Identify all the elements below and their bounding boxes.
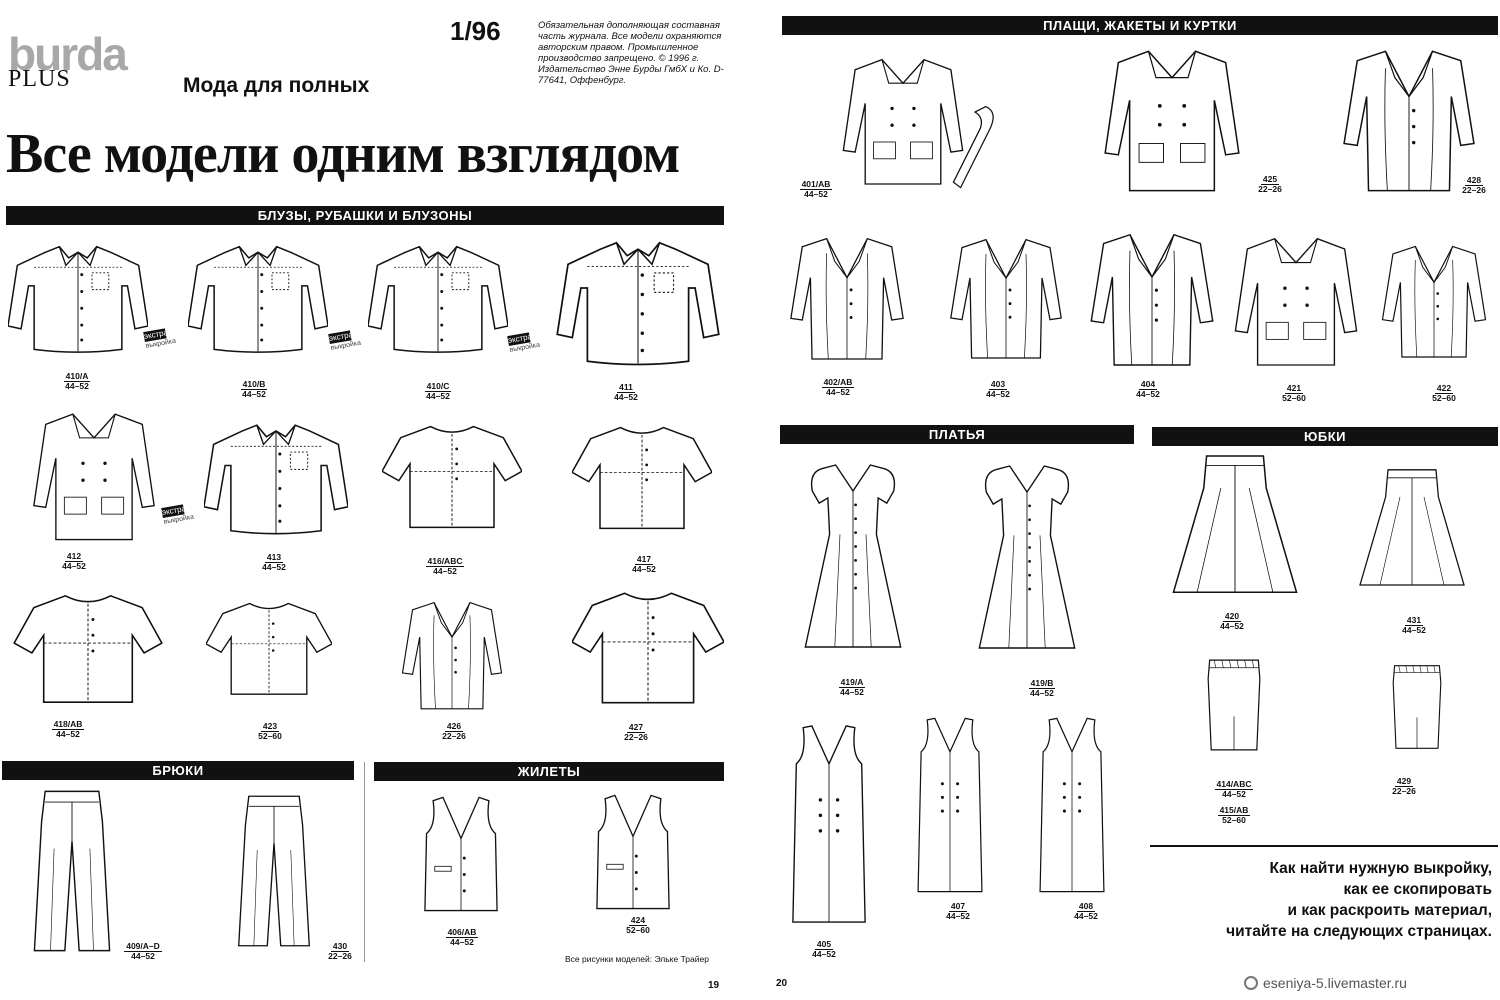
- figure-421: [1232, 226, 1360, 376]
- howto-line: Как найти нужную выкройку,: [1269, 860, 1492, 877]
- howto-line: читайте на следующих страницах.: [1226, 923, 1492, 940]
- figure-412: [8, 404, 180, 548]
- figure-427: [572, 578, 724, 716]
- figure-429: [1382, 646, 1452, 768]
- figure-430: [232, 786, 316, 956]
- figure-418: [8, 584, 168, 712]
- section-bar-blouses: БЛУЗЫ, РУБАШКИ И БЛУЗОНЫ: [6, 206, 724, 225]
- section-bar-dresses: ПЛАТЬЯ: [780, 425, 1134, 444]
- issue-number: 1/96: [450, 16, 501, 46]
- left-page: burda PLUS Мода для полных 1/96 Обязател…: [2, 16, 752, 991]
- page-number-left: 19: [708, 980, 720, 991]
- legal-notice: Обязательная дополняющая составная часть…: [538, 20, 724, 86]
- figure-411: [552, 232, 724, 372]
- page-title: Все модели одним взглядом: [6, 123, 680, 185]
- figure-431: [1352, 448, 1472, 610]
- figure-425: [1098, 40, 1246, 200]
- figure-422: [1378, 226, 1490, 376]
- figure-407: [912, 710, 988, 900]
- section-bar-trousers: БРЮКИ: [2, 761, 354, 780]
- figure-420: [1164, 448, 1306, 604]
- howto-line: как ее скопировать: [1343, 881, 1492, 898]
- figure-409: [20, 786, 124, 956]
- logo-plus: PLUS: [8, 66, 71, 92]
- figure-414-415: [1196, 646, 1272, 764]
- figure-413: [204, 408, 348, 548]
- logo-word: burda: [8, 28, 128, 80]
- figure-419b: [962, 450, 1092, 664]
- figure-417: [572, 412, 712, 542]
- figure-419a: [788, 448, 918, 664]
- figure-426: [386, 594, 518, 716]
- section-bar-skirts: ЮБКИ: [1152, 427, 1498, 446]
- figure-410a: [8, 232, 148, 364]
- watermark: eseniya-5.livemaster.ru: [1244, 975, 1407, 991]
- figure-405: [786, 708, 872, 940]
- figure-410c: [368, 232, 508, 364]
- section-bar-coats: ПЛАЩИ, ЖАКЕТЫ И КУРТКИ: [782, 16, 1498, 35]
- page-number-right: 20: [776, 978, 788, 989]
- column-divider: [364, 762, 365, 962]
- illustration-credit: Все рисунки моделей: Эльке Трайер: [565, 954, 709, 964]
- livemaster-icon: [1244, 976, 1258, 990]
- section-bar-vests: ЖИЛЕТЫ: [374, 762, 724, 781]
- figure-424: [592, 788, 674, 916]
- burda-plus-logo: burda PLUS: [8, 28, 128, 92]
- magazine-tagline: Мода для полных: [183, 74, 370, 97]
- figure-410b: [188, 232, 328, 364]
- howto-notice: Как найти нужную выкройку, как ее скопир…: [1152, 858, 1492, 942]
- figure-406: [420, 786, 502, 922]
- howto-divider: [1150, 845, 1498, 847]
- howto-line: и как раскроить материал,: [1287, 902, 1493, 919]
- figure-403: [946, 220, 1066, 376]
- watermark-text: eseniya-5.livemaster.ru: [1263, 975, 1407, 991]
- figure-404: [1086, 224, 1218, 374]
- ribbon-illustration: [948, 96, 1002, 200]
- figure-416: [382, 412, 522, 540]
- figure-423: [206, 584, 332, 712]
- figure-402: [786, 220, 908, 376]
- figure-408: [1034, 710, 1110, 900]
